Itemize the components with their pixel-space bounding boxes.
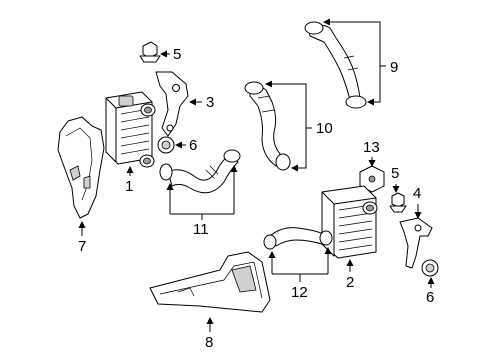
intercooler-left bbox=[105, 91, 156, 168]
callout-8: 8 bbox=[205, 334, 213, 351]
callout-6b: 6 bbox=[426, 289, 434, 306]
hose-short bbox=[263, 227, 333, 250]
callout-4: 4 bbox=[413, 185, 421, 202]
hose-lower-left bbox=[159, 149, 241, 194]
leader-lines bbox=[78, 18, 435, 332]
sensor bbox=[359, 165, 385, 193]
air-duct-lower bbox=[149, 251, 271, 313]
bolt-lower bbox=[389, 192, 407, 213]
callout-10: 10 bbox=[316, 120, 333, 137]
callout-9: 9 bbox=[390, 59, 398, 76]
callout-11: 11 bbox=[193, 221, 209, 238]
callout-13: 13 bbox=[363, 139, 380, 156]
callout-1: 1 bbox=[125, 178, 133, 195]
intercooler-right bbox=[321, 185, 378, 259]
bracket-lower bbox=[399, 217, 433, 269]
callout-7: 7 bbox=[78, 238, 86, 255]
bolt-upper bbox=[139, 41, 161, 63]
hose-upper-right bbox=[304, 21, 367, 109]
air-duct-left bbox=[57, 116, 105, 219]
hose-middle bbox=[244, 81, 291, 171]
callout-5a: 5 bbox=[173, 46, 181, 63]
callout-12: 12 bbox=[291, 284, 308, 301]
callout-5b: 5 bbox=[391, 165, 399, 182]
callout-2: 2 bbox=[346, 274, 354, 291]
callout-3: 3 bbox=[206, 94, 214, 111]
callout-6a: 6 bbox=[189, 137, 197, 154]
grommet-right bbox=[421, 259, 439, 277]
bracket-upper bbox=[155, 71, 189, 137]
grommet-left bbox=[157, 136, 175, 154]
